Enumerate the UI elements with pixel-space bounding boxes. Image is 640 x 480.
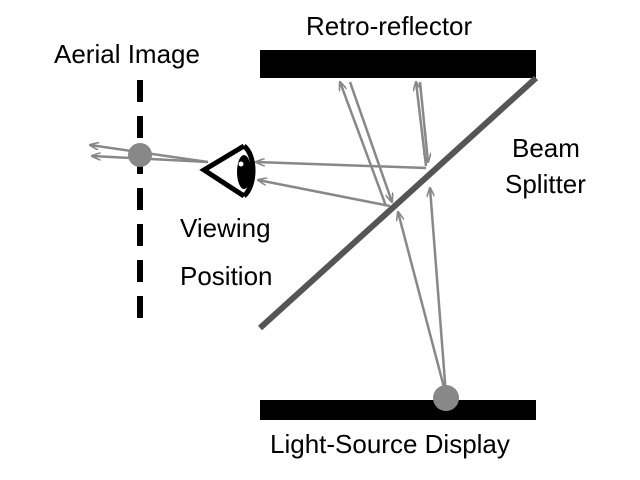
ray-splitter-to-retro-1 (340, 82, 388, 207)
aerial-image-point (128, 143, 152, 167)
beam-splitter-line (257, 75, 539, 331)
ray-retro-to-splitter-2 (418, 81, 428, 162)
ray-source-to-splitter-2 (430, 188, 448, 396)
viewing-label: Viewing (180, 213, 271, 243)
ray-splitter-to-retro-2 (416, 82, 428, 167)
splitter-label: Splitter (505, 169, 586, 199)
retro-reflector-label: Retro-reflector (306, 11, 473, 41)
eye-icon (199, 143, 256, 199)
light-source-display-bar (260, 400, 536, 420)
ray-to-viewer-2 (258, 180, 391, 208)
ray-retro-to-splitter-1 (348, 81, 392, 202)
retro-reflector-bar (260, 50, 536, 78)
position-label: Position (180, 261, 273, 291)
beam-label: Beam (512, 133, 580, 163)
ray-source-to-splitter-1 (398, 212, 448, 396)
light-source-display-label: Light-Source Display (270, 429, 510, 459)
aerial-image-label: Aerial Image (54, 39, 200, 69)
light-source-point (433, 385, 459, 411)
ray-to-viewer-1 (256, 162, 427, 170)
